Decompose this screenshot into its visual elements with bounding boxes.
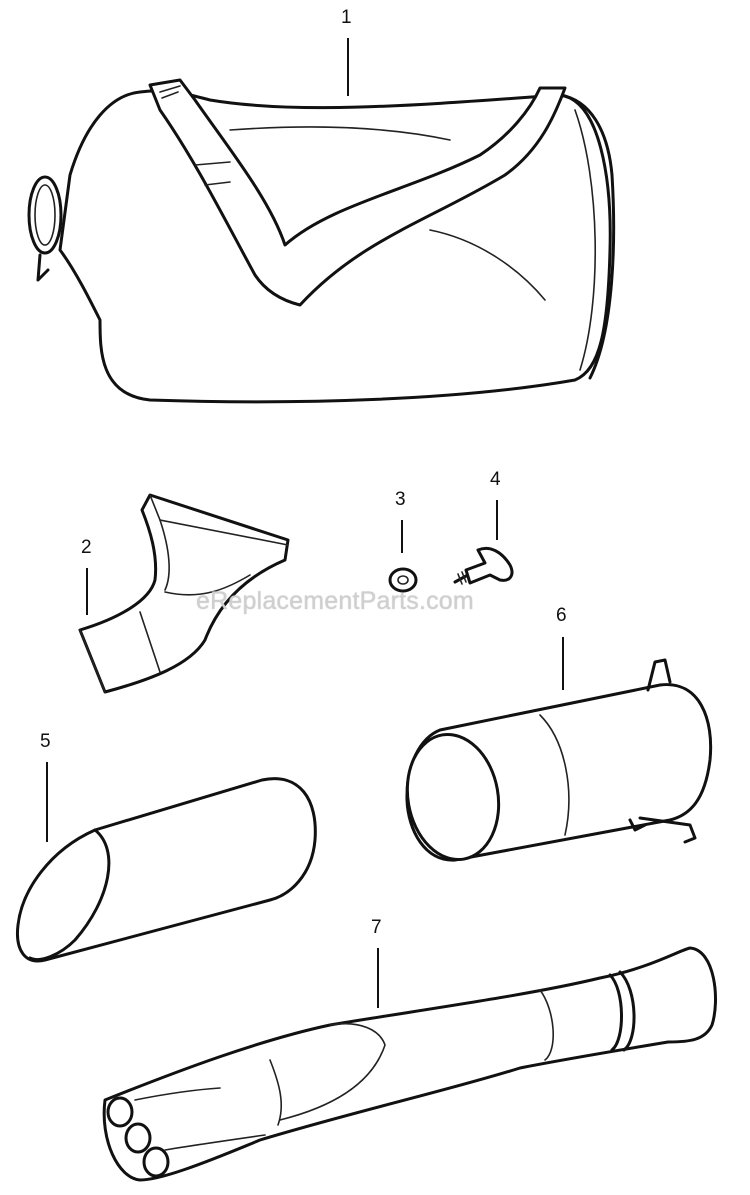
leader-lines (46, 38, 564, 1008)
part-label-4: 4 (490, 469, 501, 490)
concentrator-nozzle-icon (78, 493, 290, 694)
thumb-screw-icon (453, 546, 514, 585)
part-label-3: 3 (395, 489, 406, 510)
part-label-5: 5 (40, 731, 51, 752)
part-label-2: 2 (81, 537, 92, 558)
lower-tube-nozzle-icon (102, 946, 718, 1182)
collection-bag-icon (27, 78, 616, 404)
part-label-7: 7 (371, 917, 382, 938)
angled-tube-icon (15, 777, 317, 963)
watermark: eReplacementParts.com (196, 587, 474, 615)
upper-tube-icon (405, 658, 713, 862)
nut-icon (388, 567, 418, 593)
part-label-6: 6 (556, 605, 567, 626)
part-label-1: 1 (341, 7, 352, 28)
